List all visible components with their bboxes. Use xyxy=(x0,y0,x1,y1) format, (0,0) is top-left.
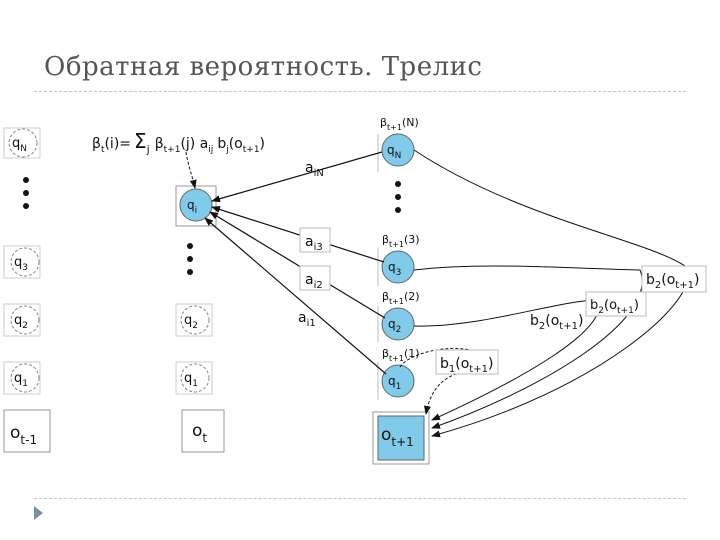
column-t-minus-1: qN q3 q2 q1 ot-1 xyxy=(3,127,51,453)
label-box-b1 xyxy=(435,349,499,375)
state-node-q2-next xyxy=(381,307,415,341)
slide-title: Обратная вероятность. Трелис xyxy=(44,52,483,82)
beta-label-2: βt+1(2) xyxy=(382,290,420,306)
label-box-b2-b xyxy=(585,291,647,317)
ellipsis-dots-prev xyxy=(23,177,29,209)
beta-label-N: βt+1(N) xyxy=(380,116,419,132)
formula-pointer-arrow xyxy=(185,151,197,189)
label-aiN: aiN xyxy=(305,160,324,179)
label-ai1: ai1 xyxy=(298,310,316,329)
emission-labels: b1(ot+1) b2(ot+1) b2(ot+1) b2(ot+1) xyxy=(435,265,707,375)
state-node-q2-prev xyxy=(10,305,40,335)
curve-q3-b2 xyxy=(413,265,643,429)
arrow-ai3 xyxy=(211,206,385,263)
arrow-aiN xyxy=(211,151,383,203)
transition-arrows xyxy=(204,151,387,375)
transition-labels: aiN ai3 ai2 ai1 xyxy=(298,160,331,329)
label-box-b2-c xyxy=(641,265,707,293)
title-divider xyxy=(34,91,686,92)
state-label-qi: qi xyxy=(187,198,197,216)
arrow-ai1 xyxy=(204,217,387,375)
column-t-plus-1: qN βt+1(N) q3 βt+1(3) q2 βt+1(2) q1 βt+1… xyxy=(372,116,430,465)
state-node-qi xyxy=(179,188,213,222)
state-node-q2-t xyxy=(180,305,210,335)
label-b2-a: b2(ot+1) xyxy=(530,313,583,332)
state-node-qN-prev xyxy=(8,128,38,158)
bullet-arrow-icon xyxy=(34,506,43,520)
footer-divider xyxy=(34,498,686,499)
state-node-q1-prev xyxy=(10,363,40,393)
observation-box-t xyxy=(181,409,225,453)
state-node-q1-t xyxy=(180,363,210,393)
beta-label-1: βt+1(1) xyxy=(382,347,420,363)
column-t: qi q2 q1 ot xyxy=(175,185,225,453)
ellipsis-dots-t xyxy=(187,243,193,275)
observation-box-prev xyxy=(3,409,51,453)
curve-qN-b2 xyxy=(413,149,690,438)
observation-box-next xyxy=(377,415,425,461)
label-box-ai2 xyxy=(299,265,331,291)
ellipsis-dots-next xyxy=(395,181,401,213)
label-box-ai3 xyxy=(299,227,331,253)
beta-label-3: βt+1(3) xyxy=(382,233,420,249)
arrow-ai2 xyxy=(209,211,386,319)
state-node-q3-next xyxy=(381,250,415,284)
state-node-q3-prev xyxy=(10,247,40,277)
state-node-q1-next xyxy=(381,364,415,398)
